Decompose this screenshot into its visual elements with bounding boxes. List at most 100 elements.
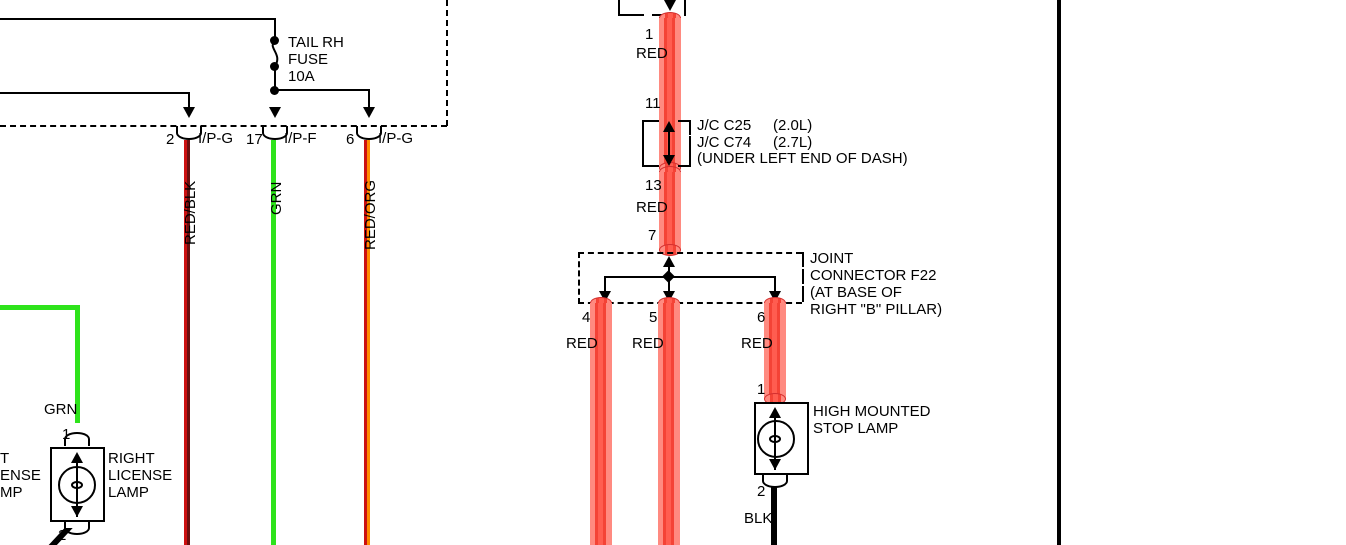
- hl-wire-pin13-to-pin7: [659, 172, 681, 250]
- joint-out5-drop: [668, 276, 670, 294]
- jc-bracket-right-mid: [689, 136, 691, 152]
- connector-2-name: I/P-G: [198, 130, 234, 147]
- joint-pin-5: 5: [649, 309, 658, 326]
- jc-engine-20l: (2.0L): [773, 117, 813, 134]
- wire-grn-label: GRN: [268, 181, 285, 215]
- wire-red-blk-red: [184, 140, 187, 545]
- connector-17-arrow: [269, 107, 281, 118]
- fuse-node-bottom: [270, 62, 279, 71]
- joint-caption-bracket-1: [802, 252, 804, 267]
- joint-pin-7: 7: [648, 227, 657, 244]
- wire-grn-license-vertical: [75, 305, 80, 423]
- jc-wire-below-label: RED: [636, 199, 668, 216]
- fuse-lower-lead: [274, 68, 276, 92]
- fuse-branch-right: [274, 89, 370, 91]
- left-license-lamp-label-1: T: [0, 450, 10, 467]
- wire-grn-license-horizontal: [0, 305, 80, 310]
- wire-red-blk-black: [187, 140, 190, 545]
- joint-out4-drop: [604, 276, 606, 294]
- joint-pin-6-wire-label: RED: [741, 335, 773, 352]
- fuse-label-rating: 10A: [288, 68, 315, 85]
- joint-box-left: [578, 252, 580, 304]
- connector-17-pin: 17: [246, 131, 263, 148]
- joint-pin-6: 6: [757, 309, 766, 326]
- top-bracket-bottom-left: [618, 14, 644, 16]
- connector-17-name: I/P-F: [284, 130, 317, 147]
- joint-out6-arrow: [769, 291, 781, 302]
- joint-pin-4: 4: [582, 309, 591, 326]
- top-bracket-left: [618, 0, 620, 16]
- left-license-lamp-label-3: MP: [0, 484, 23, 501]
- joint-caption-bracket-3: [802, 286, 804, 302]
- right-license-lamp-pin1: 1: [62, 426, 71, 443]
- joint-internal-bus: [604, 276, 776, 278]
- fuse-label-line1: TAIL RH: [288, 34, 344, 51]
- jc-bracket-top-right: [678, 120, 691, 122]
- joint-input-arrow: [663, 256, 675, 267]
- jc-label-c74: J/C C74: [697, 134, 752, 151]
- connector-6-name: I/P-G: [378, 130, 414, 147]
- jc-bracket-left: [642, 120, 644, 167]
- bus-bar-top-drop: [274, 18, 276, 40]
- jc-label-c25: J/C C25: [697, 117, 752, 134]
- hl-wire-pin4: [590, 303, 612, 545]
- hl-wire-pin1-to-pin11: [659, 18, 681, 168]
- hl-cap-pin7: [659, 244, 681, 256]
- jc-location: (UNDER LEFT END OF DASH): [697, 150, 908, 167]
- right-license-lamp-glass: [58, 466, 96, 504]
- joint-out6-drop: [774, 276, 776, 294]
- hmsl-glass: [757, 420, 795, 458]
- connector-6-cup: [356, 126, 382, 140]
- joint-caption-line3: (AT BASE OF: [810, 284, 902, 301]
- wire-grn-license-label: GRN: [44, 401, 78, 418]
- joint-out4-arrow: [599, 291, 611, 302]
- connector-2-pin: 2: [166, 131, 175, 148]
- joint-caption-line1: JOINT: [810, 250, 854, 267]
- joint-caption-line4: RIGHT "B" PILLAR): [810, 301, 943, 318]
- joint-caption-bracket-2: [802, 269, 804, 284]
- page-border-right: [1057, 0, 1061, 545]
- right-license-lamp-pin1-cup: [64, 432, 90, 446]
- jc-bracket-right-bot: [689, 152, 691, 167]
- joint-out5-arrow: [663, 291, 675, 302]
- jc-bracket-bottom-left: [642, 165, 659, 167]
- wire-red-org-red: [364, 140, 367, 545]
- hmsl-label-line2: STOP LAMP: [813, 420, 899, 437]
- joint-box-top: [578, 252, 802, 254]
- hmsl-pin1: 1: [757, 381, 766, 398]
- jc-bracket-bottom-right: [678, 165, 691, 167]
- right-license-lamp-label-1: RIGHT: [108, 450, 155, 467]
- wire-red-org-label: RED/ORG: [362, 179, 379, 250]
- jc-bracket-right-top: [689, 120, 691, 135]
- joint-pin-5-wire-label: RED: [632, 335, 664, 352]
- right-license-lamp-filament: [71, 481, 83, 489]
- hl-wire-pin5: [658, 303, 680, 545]
- bus-bar-lower: [0, 92, 190, 94]
- wire-red-org-orange: [367, 140, 370, 545]
- jc-internal-stem: [668, 128, 670, 160]
- joint-caption-line2: CONNECTOR F22: [810, 267, 937, 284]
- fuse-node-top: [270, 36, 279, 45]
- hmsl-arrow-down: [769, 459, 781, 470]
- connector-6-arrow: [363, 107, 375, 118]
- right-license-lamp-ground-wire: [48, 528, 88, 545]
- fuse-label-line2: FUSE: [288, 51, 329, 68]
- hmsl-filament: [769, 435, 781, 443]
- jc-engine-27l: (2.7L): [773, 134, 813, 151]
- joint-pin-4-wire-label: RED: [566, 335, 598, 352]
- hl-wire-pin6: [764, 303, 786, 399]
- connector-17-cup: [262, 126, 288, 140]
- jc-pin-1: 1: [645, 26, 654, 43]
- wire-red-blk-label: RED/BLK: [182, 180, 199, 245]
- jc-pin-13: 13: [645, 177, 662, 194]
- fuse-block-boundary-bottom: [0, 125, 447, 127]
- hmsl-ground-wire: [771, 486, 777, 545]
- right-license-lamp-label-2: LICENSE: [108, 467, 173, 484]
- right-license-lamp-label-3: LAMP: [108, 484, 149, 501]
- wire-grn-main: [271, 140, 276, 545]
- jc-pin-11: 11: [645, 95, 661, 112]
- connector-2-cup: [176, 126, 202, 140]
- right-license-lamp-arrow-down: [71, 506, 83, 517]
- bus-bar-lower-drop: [188, 92, 190, 110]
